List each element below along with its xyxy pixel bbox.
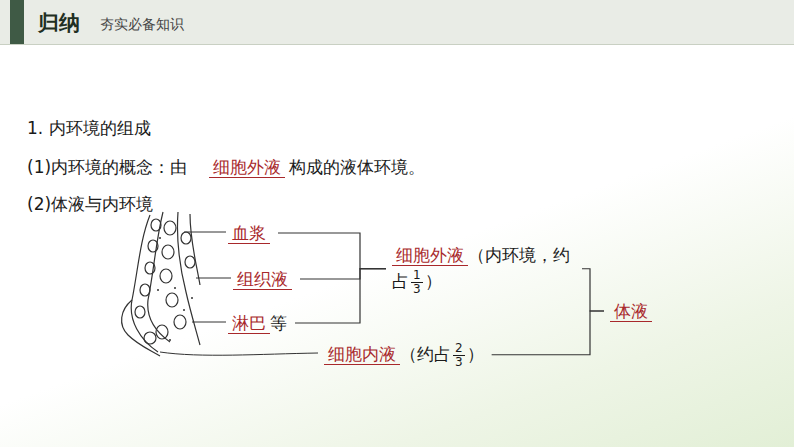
text-line: 归纳	[38, 9, 80, 37]
node-text: ）	[467, 344, 484, 364]
label-text: 归纳	[38, 11, 80, 35]
node-text: ）	[425, 271, 442, 291]
answer-text: 体液	[610, 301, 652, 322]
denominator: 3	[455, 356, 463, 369]
label-text: (2)体液与内环境	[27, 194, 153, 214]
bracket-connector	[582, 269, 604, 311]
term-node: 体液	[606, 296, 656, 326]
term-node: 淋巴等	[224, 308, 291, 338]
text-line: (1)内环境的概念：由 细胞外液构成的液体环境。	[27, 156, 425, 179]
term-node: 细胞外液（内环境，约占13）	[388, 240, 578, 298]
denominator: 3	[413, 283, 421, 296]
text-line: (2)体液与内环境	[27, 193, 153, 216]
bracket-connector	[300, 269, 386, 279]
numerator: 1	[411, 269, 423, 283]
text-line: 夯实必备知识	[100, 14, 184, 34]
numerator: 2	[453, 342, 465, 356]
label-text: 夯实必备知识	[100, 16, 184, 32]
answer-text: 淋巴	[228, 313, 270, 334]
term-node: 组织液	[229, 264, 296, 294]
label-text: 1. 内环境的组成	[27, 118, 151, 138]
bracket-connector	[492, 311, 604, 355]
label-text: 构成的液体环境。	[289, 157, 425, 177]
header-mark	[10, 0, 24, 44]
node-text: （约占	[400, 344, 451, 364]
fraction: 23	[453, 342, 465, 369]
term-node: 细胞内液（约占23）	[320, 339, 488, 371]
bracket-connector	[278, 233, 386, 269]
term-node: 血浆	[224, 218, 274, 248]
text-line: 1. 内环境的组成	[27, 117, 151, 140]
answer-text: 细胞外液	[392, 245, 468, 266]
answer-text: 细胞内液	[324, 344, 400, 365]
bracket-connector	[295, 269, 386, 323]
fraction: 13	[411, 269, 423, 296]
answer-text: 血浆	[228, 223, 270, 244]
answer-text: 细胞外液	[209, 157, 285, 178]
label-text: (1)内环境的概念：由	[27, 157, 187, 177]
answer-text: 组织液	[233, 269, 292, 290]
node-text: 等	[270, 313, 287, 333]
